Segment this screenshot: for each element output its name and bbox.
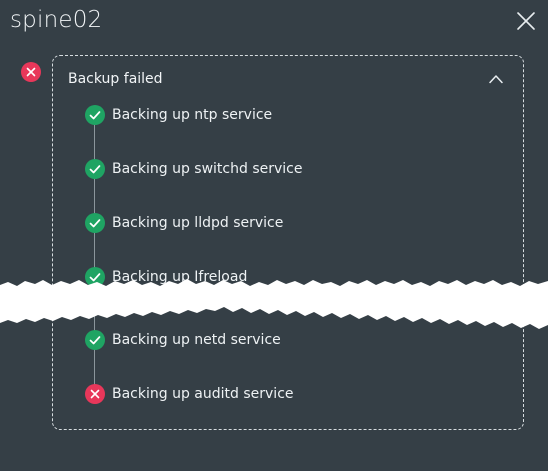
check-circle-icon xyxy=(85,213,105,233)
check-circle-icon xyxy=(85,105,105,125)
check-circle-icon xyxy=(85,159,105,179)
close-icon[interactable] xyxy=(516,11,536,31)
step-label: Backing up auditd service xyxy=(112,386,294,402)
step-item: Backing up lldpd service xyxy=(85,213,283,233)
step-item: Backing up Ifreload xyxy=(85,267,247,287)
dialog-title: spine02 xyxy=(10,7,103,33)
chevron-up-icon[interactable] xyxy=(489,74,503,84)
torn-edge-overlay xyxy=(0,279,548,329)
backup-steps-panel: Backup failed Backing up ntp service Bac… xyxy=(52,55,524,430)
step-item: Backing up ntp service xyxy=(85,105,272,125)
error-circle-icon xyxy=(85,384,105,404)
step-item: Backing up auditd service xyxy=(85,384,294,404)
step-item: Backing up netd service xyxy=(85,330,281,350)
step-item: Backing up switchd service xyxy=(85,159,302,179)
check-circle-icon xyxy=(85,267,105,287)
timeline-line xyxy=(94,116,95,396)
step-label: Backing up netd service xyxy=(112,332,281,348)
error-circle-icon xyxy=(21,62,41,82)
step-label: Backing up ntp service xyxy=(112,107,273,123)
step-label: Backing up lldpd service xyxy=(112,215,284,231)
step-label: Backing up switchd service xyxy=(112,161,303,177)
panel-title: Backup failed xyxy=(68,71,163,87)
step-label: Backing up Ifreload xyxy=(112,269,248,285)
check-circle-icon xyxy=(85,330,105,350)
